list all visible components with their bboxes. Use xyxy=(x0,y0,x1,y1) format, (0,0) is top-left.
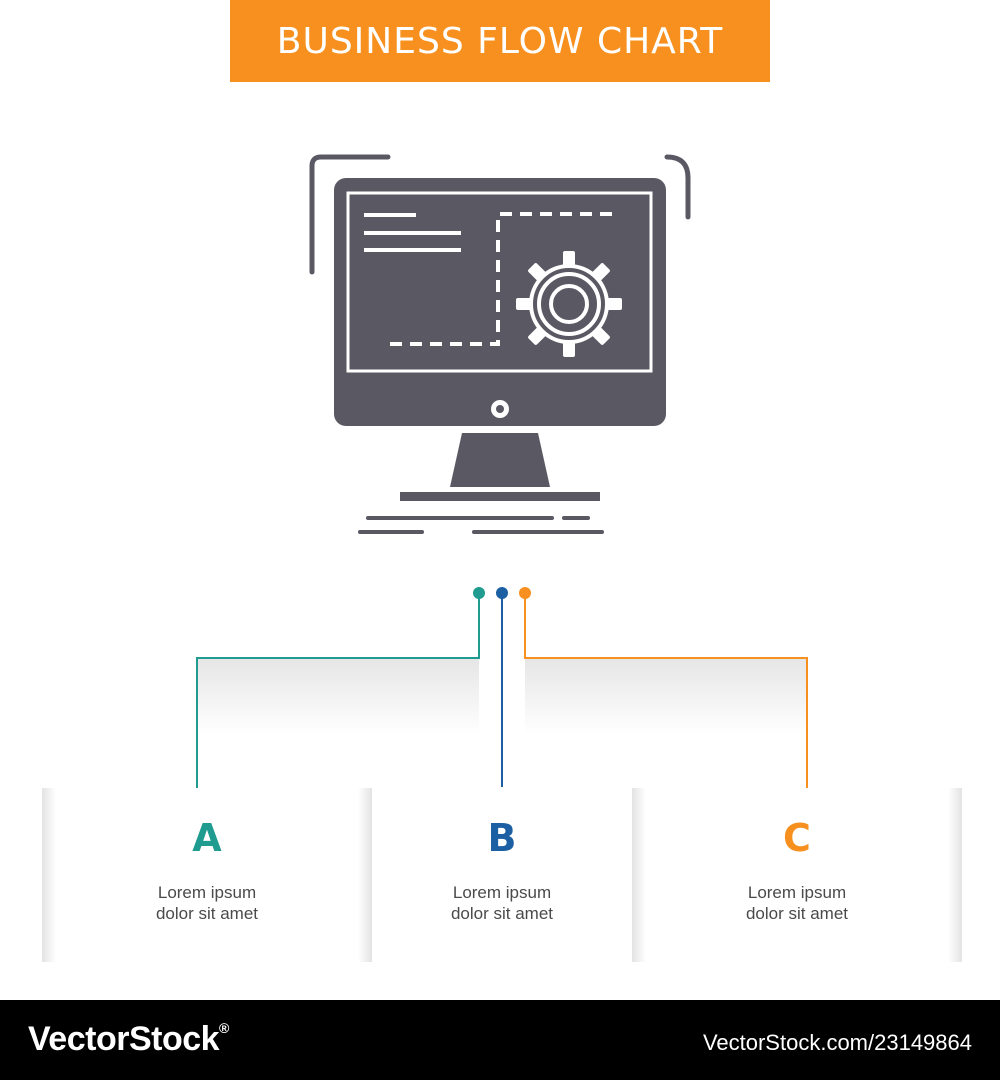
computer-settings-icon xyxy=(309,154,691,534)
step-caption-a-line2: dolor sit amet xyxy=(155,904,259,923)
registered-mark: ® xyxy=(219,1020,229,1036)
step-caption-b-line1: Lorem ipsum xyxy=(452,883,552,902)
flow-illustration xyxy=(196,154,808,797)
step-caption-c-line1: Lorem ipsum xyxy=(747,883,847,902)
connector-c xyxy=(524,593,808,797)
step-caption-a: Lorem ipsum dolor sit amet xyxy=(42,882,372,924)
step-panel-a: A Lorem ipsum dolor sit amet xyxy=(42,788,372,962)
step-letter-b: B xyxy=(487,816,517,860)
step-caption-b: Lorem ipsum dolor sit amet xyxy=(372,882,632,924)
step-caption-b-line2: dolor sit amet xyxy=(450,904,554,923)
step-panel-c: C Lorem ipsum dolor sit amet xyxy=(632,788,962,962)
node-dot-a xyxy=(473,587,485,599)
step-caption-a-line1: Lorem ipsum xyxy=(157,883,257,902)
footer-brand-name: VectorStock xyxy=(28,1020,220,1058)
step-panel-b: B Lorem ipsum dolor sit amet xyxy=(372,788,632,962)
watermark-footer: VectorStock® VectorStock.com/23149864 xyxy=(0,1000,1000,1080)
step-caption-c: Lorem ipsum dolor sit amet xyxy=(632,882,962,924)
footer-brand: VectorStock® xyxy=(28,1020,229,1059)
step-letter-c: C xyxy=(783,816,811,860)
connector-shade-left xyxy=(197,659,479,734)
connector-shade-right xyxy=(525,659,807,734)
footer-image-id[interactable]: VectorStock.com/23149864 xyxy=(702,1030,972,1055)
step-caption-c-line2: dolor sit amet xyxy=(745,904,849,923)
node-dot-c xyxy=(519,587,531,599)
step-letter-a: A xyxy=(192,816,222,860)
node-dot-b xyxy=(496,587,508,599)
title-banner: BUSINESS FLOW CHART xyxy=(230,0,770,82)
connector-a xyxy=(196,593,480,797)
page-title: BUSINESS FLOW CHART xyxy=(276,20,724,62)
